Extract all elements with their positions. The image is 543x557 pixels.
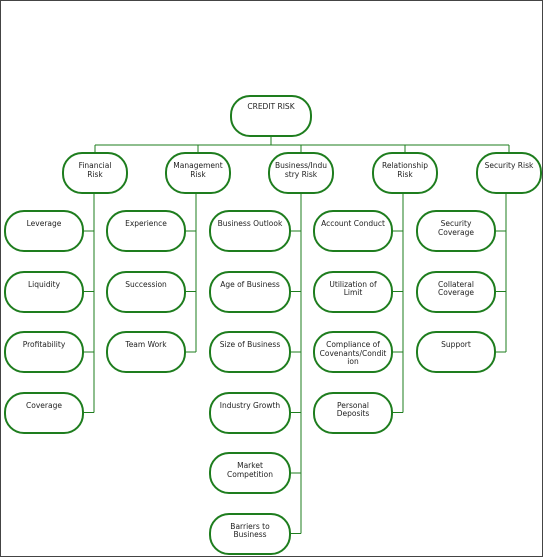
node-coverage-label: Coverage [26, 400, 62, 410]
node-utilization-of-limit-label: Utilization of Limit [329, 279, 377, 297]
node-coverage: Coverage [4, 391, 84, 434]
node-security-coverage-label: Security Coverage [438, 219, 474, 237]
node-account-conduct: Account Conduct [313, 210, 393, 252]
node-industry-growth: Industry Growth [209, 391, 291, 434]
node-support-label: Support [441, 340, 471, 349]
node-barriers-to-business-label: Barriers to Business [230, 521, 270, 539]
node-experience-label: Experience [125, 219, 167, 228]
node-credit-risk-label: CREDIT RISK [247, 102, 295, 111]
node-utilization-of-limit: Utilization of Limit [313, 270, 393, 313]
node-profitability: Profitability [4, 331, 84, 373]
node-business-outlook: Business Outlook [209, 210, 291, 252]
node-personal-deposits-label: Personal Deposits [336, 400, 370, 418]
node-experience: Experience [106, 210, 186, 252]
node-liquidity: Liquidity [4, 270, 84, 313]
node-management-risk: Management Risk [165, 152, 231, 194]
node-security-risk-label: Security Risk [484, 161, 534, 170]
node-relationship-risk: Relationship Risk [372, 152, 438, 194]
node-security-risk: Security Risk [476, 152, 542, 194]
node-succession-label: Succession [125, 279, 167, 289]
node-compliance-of-covenants-condit-ion-label: Compliance of Covenants/Condit ion [319, 340, 387, 366]
node-succession: Succession [106, 270, 186, 313]
node-market-competition: Market Competition [209, 452, 291, 494]
node-liquidity-label: Liquidity [27, 279, 61, 289]
node-account-conduct-label: Account Conduct [321, 219, 385, 228]
node-business-indu-stry-risk-label: Business/Indu stry Risk [274, 161, 328, 179]
node-personal-deposits: Personal Deposits [313, 391, 393, 434]
node-financial-risk: Financial Risk [62, 152, 128, 194]
node-support: Support [416, 331, 496, 373]
node-age-of-business-label: Age of Business [220, 279, 280, 289]
node-market-competition-label: Market Competition [227, 461, 273, 479]
node-financial-risk-label: Financial Risk [78, 161, 112, 179]
node-business-indu-stry-risk: Business/Indu stry Risk [268, 152, 334, 194]
node-industry-growth-label: Industry Growth [219, 400, 281, 410]
node-age-of-business: Age of Business [209, 270, 291, 313]
node-team-work: Team Work [106, 331, 186, 373]
node-leverage: Leverage [4, 210, 84, 252]
node-leverage-label: Leverage [26, 219, 62, 228]
node-management-risk-label: Management Risk [173, 161, 223, 179]
node-collateral-coverage-label: Collateral Coverage [438, 279, 474, 297]
node-compliance-of-covenants-condit-ion: Compliance of Covenants/Condit ion [313, 331, 393, 373]
node-security-coverage: Security Coverage [416, 210, 496, 252]
node-credit-risk: CREDIT RISK [230, 95, 312, 137]
node-size-of-business-label: Size of Business [219, 340, 281, 349]
node-size-of-business: Size of Business [209, 331, 291, 373]
node-profitability-label: Profitability [22, 340, 66, 349]
node-barriers-to-business: Barriers to Business [209, 512, 291, 555]
node-business-outlook-label: Business Outlook [217, 219, 283, 228]
node-collateral-coverage: Collateral Coverage [416, 270, 496, 313]
node-relationship-risk-label: Relationship Risk [381, 161, 429, 179]
node-team-work-label: Team Work [125, 340, 167, 349]
